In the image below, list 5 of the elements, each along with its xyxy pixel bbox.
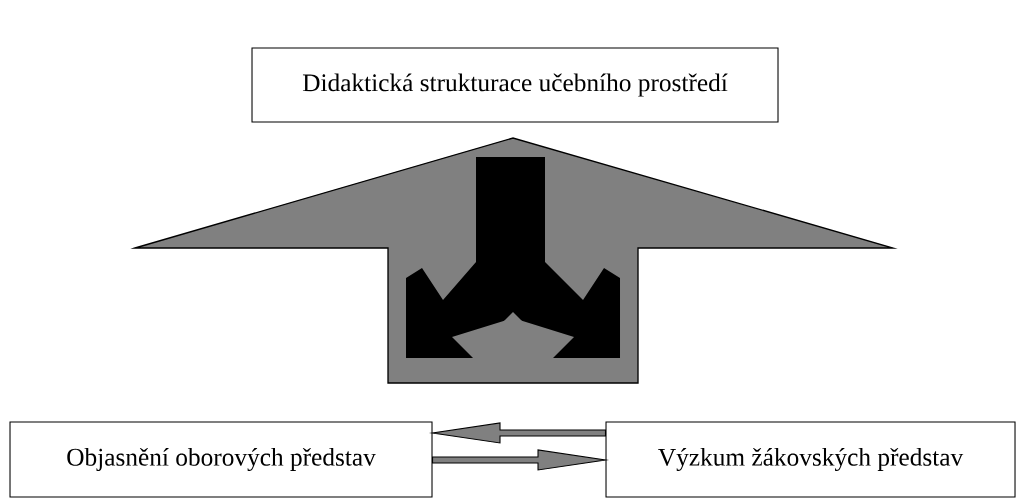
text-box: Didaktická strukturace učebního prostředí <box>251 47 779 123</box>
text-box: Výzkum žákovských představ <box>605 421 1016 498</box>
arrow <box>428 422 606 444</box>
text-box: Objasnění oborových představ <box>9 421 433 498</box>
arrow <box>432 449 610 471</box>
